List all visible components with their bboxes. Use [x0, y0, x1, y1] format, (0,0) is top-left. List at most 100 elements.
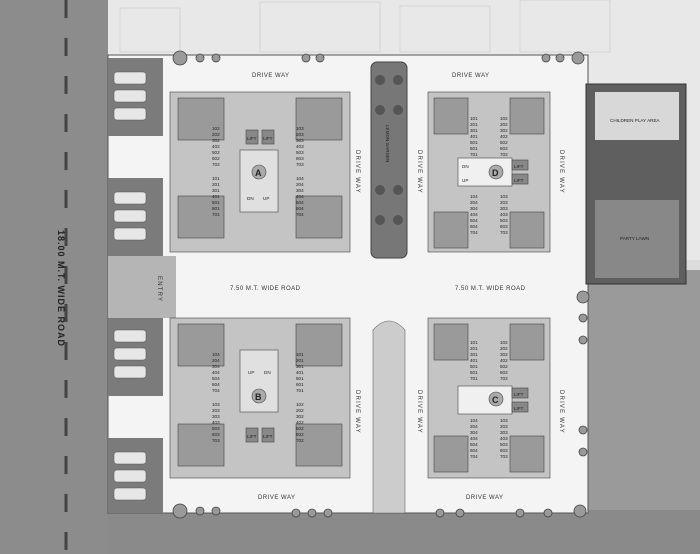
- unit-number: 104: [296, 176, 304, 181]
- driveway-label-bottom-right: DRIVE WAY: [466, 495, 504, 501]
- wing-d-stair-up: UP: [462, 178, 468, 183]
- wing-d: [427, 91, 551, 253]
- unit-number: 604: [212, 382, 220, 387]
- unit-number: 202: [296, 408, 304, 413]
- unit-number: 604: [470, 224, 478, 229]
- unit-number: 403: [500, 212, 508, 217]
- unit-number: 304: [212, 364, 220, 369]
- driveway-label-c-right: DRIVE WAY: [558, 390, 564, 434]
- unit-number: 601: [470, 146, 478, 151]
- wing-a-lift-1: LIFT: [247, 136, 257, 141]
- unit-number: 401: [212, 194, 220, 199]
- driveway-label-a: DRIVE WAY: [354, 150, 360, 194]
- unit-number: 302: [500, 128, 508, 133]
- unit-number: 504: [296, 200, 304, 205]
- unit-number: 203: [500, 200, 508, 205]
- internal-road-left-label: 7.50 M.T. WIDE ROAD: [230, 286, 301, 292]
- unit-number: 101: [470, 340, 478, 345]
- wing-a: [169, 91, 351, 253]
- unit-number: 102: [500, 340, 508, 345]
- party-lawn: [595, 200, 679, 278]
- unit-number: 104: [470, 418, 478, 423]
- unit-number: 702: [296, 438, 304, 443]
- unit-number: 404: [470, 436, 478, 441]
- driveway-label-top-right: DRIVE WAY: [452, 73, 490, 79]
- wing-c-lift-1: LIFT: [514, 392, 524, 397]
- wing-b-stair-dn: DN: [264, 370, 271, 375]
- unit-number: 503: [500, 442, 508, 447]
- entry-label: ENTRY: [156, 276, 162, 302]
- wing-c-lift-2: LIFT: [514, 406, 524, 411]
- unit-number: 402: [296, 420, 304, 425]
- unit-number: 303: [296, 138, 304, 143]
- unit-number: 602: [296, 432, 304, 437]
- wing-a-stair-up: UP: [263, 196, 269, 201]
- unit-number: 203: [212, 408, 220, 413]
- unit-number: 203: [500, 424, 508, 429]
- unit-number: 303: [212, 414, 220, 419]
- unit-number: 502: [212, 150, 220, 155]
- unit-number: 403: [296, 144, 304, 149]
- unit-number: 702: [500, 152, 508, 157]
- central-median: [372, 320, 406, 514]
- unit-number: 503: [500, 218, 508, 223]
- wing-d-label: D: [492, 168, 500, 178]
- unit-number: 304: [470, 206, 478, 211]
- unit-number: 501: [470, 140, 478, 145]
- garden-trees: [375, 75, 403, 225]
- wing-c: [427, 317, 551, 479]
- background-buildings: [119, 0, 611, 53]
- wing-b: [169, 317, 351, 479]
- entry-area: [108, 256, 176, 318]
- unit-number: 601: [296, 382, 304, 387]
- unit-number: 603: [500, 448, 508, 453]
- unit-number: 603: [500, 224, 508, 229]
- unit-number: 402: [500, 134, 508, 139]
- unit-number: 502: [296, 426, 304, 431]
- unit-number: 704: [470, 454, 478, 459]
- main-road-label: 18.00 M.T. WIDE ROAD: [56, 230, 66, 347]
- unit-number: 101: [212, 176, 220, 181]
- party-lawn-label: PARTY LAWN: [620, 236, 649, 241]
- unit-number: 703: [296, 162, 304, 167]
- unit-number: 204: [470, 424, 478, 429]
- unit-number: 404: [470, 212, 478, 217]
- unit-number: 202: [500, 122, 508, 127]
- unit-number: 102: [212, 126, 220, 131]
- unit-number: 402: [500, 358, 508, 363]
- unit-number: 502: [500, 140, 508, 145]
- unit-number: 101: [296, 352, 304, 357]
- unit-number: 403: [212, 420, 220, 425]
- unit-number: 702: [500, 376, 508, 381]
- children-play-area: [595, 92, 679, 140]
- unit-number: 602: [500, 146, 508, 151]
- unit-number: 304: [296, 188, 304, 193]
- unit-number: 303: [500, 206, 508, 211]
- unit-number: 704: [470, 230, 478, 235]
- unit-number: 402: [212, 144, 220, 149]
- driveway-label-top-left: DRIVE WAY: [252, 73, 290, 79]
- unit-number: 701: [212, 212, 220, 217]
- unit-number: 204: [470, 200, 478, 205]
- unit-number: 504: [470, 442, 478, 447]
- unit-number: 301: [296, 364, 304, 369]
- unit-number: 104: [212, 352, 220, 357]
- wing-a-lift-2: LIFT: [263, 136, 273, 141]
- driveway-label-bottom-left: DRIVE WAY: [258, 495, 296, 501]
- unit-number: 201: [470, 346, 478, 351]
- unit-number: 703: [212, 438, 220, 443]
- wing-a-label: A: [255, 168, 263, 178]
- unit-number: 103: [296, 126, 304, 131]
- unit-number: 503: [212, 426, 220, 431]
- wing-d-stair-dn: DN: [462, 164, 469, 169]
